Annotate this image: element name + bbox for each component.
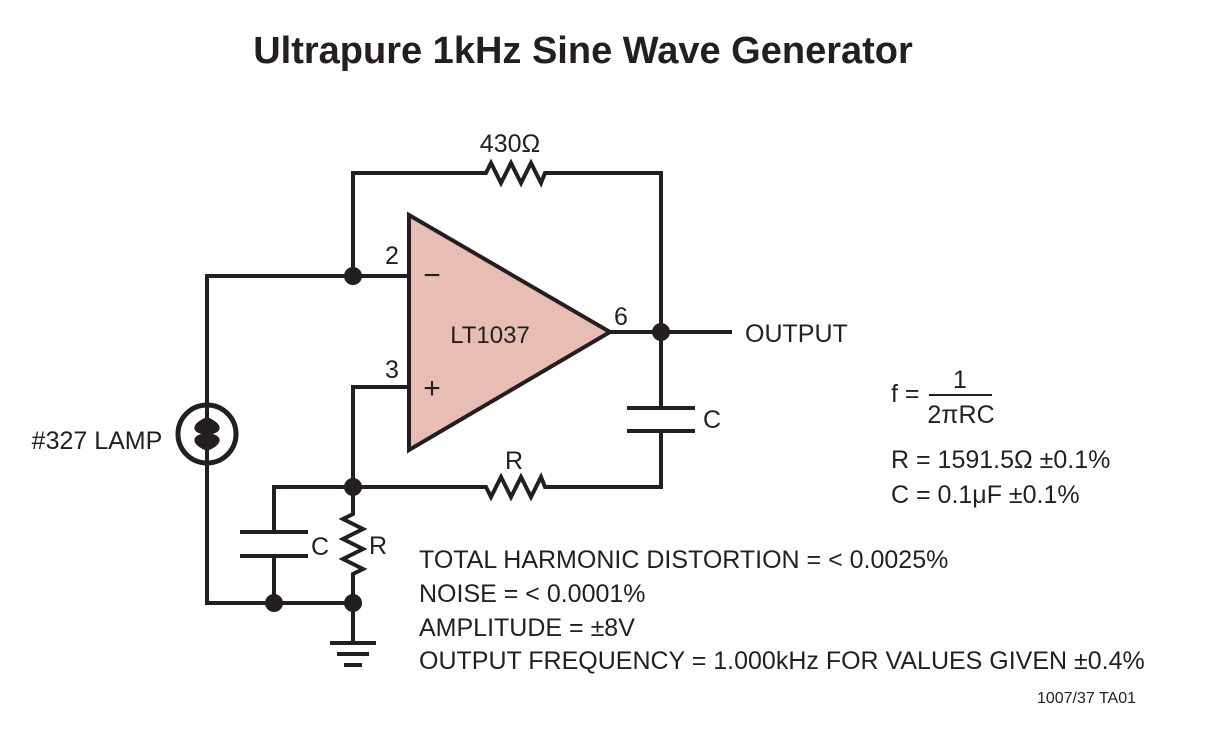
- series-resistor-label: R: [505, 447, 523, 475]
- feedback-resistor-label: 430Ω: [480, 130, 540, 158]
- shunt-resistor: [338, 510, 368, 578]
- junction-dot: [652, 323, 670, 341]
- spec-output-frequency: OUTPUT FREQUENCY = 1.000kHz FOR VALUES G…: [419, 647, 1145, 675]
- junction-dot: [344, 478, 362, 496]
- lamp-label: #327 LAMP: [32, 427, 163, 455]
- formula-denominator: 2πRC: [927, 401, 994, 429]
- series-res-wire: [272, 485, 484, 534]
- junction-dot: [265, 594, 283, 612]
- page-title: Ultrapure 1kHz Sine Wave Generator: [253, 30, 913, 72]
- series-resistor: [482, 472, 548, 502]
- formula-r-value: R = 1591.5Ω ±0.1%: [891, 446, 1110, 474]
- shunt-capacitor: [240, 530, 308, 558]
- shunt-resistor-label: R: [369, 532, 387, 560]
- pin-3-label: 3: [385, 356, 399, 384]
- opamp-minus-sign: −: [423, 259, 441, 292]
- formula-numerator: 1: [953, 366, 967, 394]
- opamp-triangle: [407, 211, 614, 454]
- series-cap-wire-bottom: [546, 429, 663, 489]
- feedback-wire-left: [351, 171, 484, 278]
- pin-6-label: 6: [614, 303, 628, 331]
- feedback-wire-right: [546, 171, 663, 334]
- spec-thd: TOTAL HARMONIC DISTORTION = < 0.0025%: [419, 546, 948, 574]
- noninverting-input-wire: [351, 385, 411, 512]
- formula-f-prefix: f =: [891, 380, 920, 408]
- junction-dot: [344, 594, 362, 612]
- series-capacitor: [627, 406, 695, 433]
- formula-c-value: C = 0.1μF ±0.1%: [891, 481, 1080, 509]
- spec-noise: NOISE = < 0.0001%: [419, 580, 646, 608]
- feedback-resistor: [482, 158, 548, 188]
- pin-2-label: 2: [385, 242, 399, 270]
- opamp-plus-sign: +: [423, 372, 441, 405]
- figure-code: 1007/37 TA01: [1037, 690, 1136, 707]
- spec-amplitude: AMPLITUDE = ±8V: [419, 614, 635, 642]
- series-capacitor-label: C: [703, 406, 721, 434]
- inverting-input-wire: [205, 274, 411, 404]
- opamp-label: LT1037: [450, 322, 530, 349]
- lamp-filament-icon: [194, 416, 220, 452]
- output-label: OUTPUT: [745, 320, 848, 348]
- ground-icon: [330, 641, 376, 667]
- junction-dot: [344, 267, 362, 285]
- lamp-ground-wire: [205, 464, 355, 605]
- shunt-capacitor-label: C: [311, 533, 329, 561]
